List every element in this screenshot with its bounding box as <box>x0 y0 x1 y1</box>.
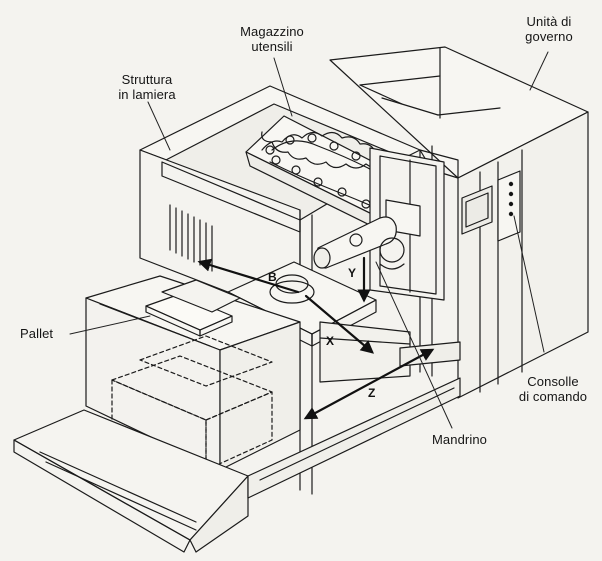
label-command-console: Consolle di comando <box>518 374 588 404</box>
label-spindle: Mandrino <box>432 432 487 447</box>
label-control-unit: Unità di governo <box>525 14 573 44</box>
spindle <box>313 216 405 270</box>
axis-label-y: Y <box>348 266 357 280</box>
axis-label-b: B <box>268 270 277 284</box>
console-panel <box>461 170 521 242</box>
leader-lines <box>69 51 549 429</box>
label-tool-magazine: Magazzino utensili <box>240 24 304 54</box>
axis-label-x: X <box>326 334 335 348</box>
pallet-dashed-outline <box>111 335 273 471</box>
pallet-station <box>85 275 301 471</box>
label-sheet-metal-structure: Struttura in lamiera <box>118 72 176 102</box>
axis-label-z: Z <box>368 386 376 400</box>
label-pallet: Pallet <box>20 326 54 341</box>
axis-arrows <box>197 256 435 420</box>
